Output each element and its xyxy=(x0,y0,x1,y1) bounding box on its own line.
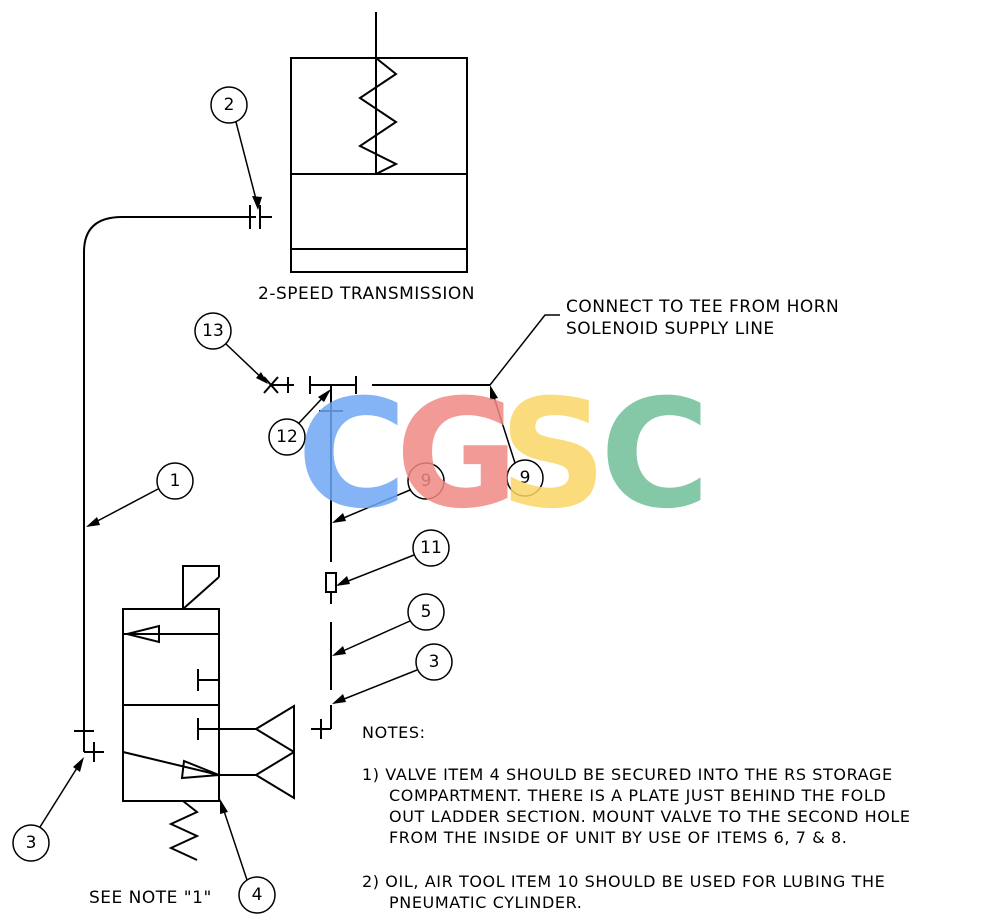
callout-9-right: 9 xyxy=(490,385,544,497)
callout-3-left: 3 xyxy=(12,757,84,862)
note-2-line-2: PNEUMATIC CYLINDER. xyxy=(389,893,582,912)
svg-text:1: 1 xyxy=(170,471,181,491)
transmission-label: 2-SPEED TRANSMISSION xyxy=(258,284,475,304)
callout-13: 13 xyxy=(194,312,268,384)
note-1-line-2: COMPARTMENT. THERE IS A PLATE JUST BEHIN… xyxy=(389,786,886,805)
watermark-letter-g: G xyxy=(395,368,518,542)
svg-text:3: 3 xyxy=(429,652,440,672)
callout-5: 5 xyxy=(332,593,445,656)
note-1-line-4: FROM THE INSIDE OF UNIT BY USE OF ITEMS … xyxy=(389,828,847,847)
svg-text:9: 9 xyxy=(520,468,531,488)
svg-text:13: 13 xyxy=(202,321,224,341)
svg-text:5: 5 xyxy=(421,602,432,622)
cgsc-watermark: C G S C xyxy=(297,368,710,542)
callout-4: 4 xyxy=(220,799,276,914)
watermark-letter-c1: C xyxy=(297,368,407,542)
note-1-line-3: OUT LADDER SECTION. MOUNT VALVE TO THE S… xyxy=(389,807,911,826)
transmission-cylinder xyxy=(290,12,468,273)
callout-12: 12 xyxy=(268,389,331,456)
note-1-line-1: 1) VALVE ITEM 4 SHOULD BE SECURED INTO T… xyxy=(362,765,893,784)
watermark-letter-c2: C xyxy=(600,368,710,542)
note-2-line-1: 2) OIL, AIR TOOL ITEM 10 SHOULD BE USED … xyxy=(362,872,885,891)
svg-text:3: 3 xyxy=(26,833,37,853)
svg-text:12: 12 xyxy=(276,427,298,447)
svg-text:11: 11 xyxy=(420,538,442,558)
callout-2: 2 xyxy=(210,86,262,210)
supply-line xyxy=(263,314,560,739)
notes-block: NOTES: 1) VALVE ITEM 4 SHOULD BE SECURED… xyxy=(362,723,911,912)
notes-heading: NOTES: xyxy=(362,723,426,742)
watermark-letter-s: S xyxy=(499,368,607,542)
callout-9-left: 9 xyxy=(332,462,445,523)
connect-label-line1: CONNECT TO TEE FROM HORN xyxy=(566,297,839,317)
callout-11: 11 xyxy=(336,529,450,586)
callout-3-right: 3 xyxy=(332,643,453,704)
see-note-label: SEE NOTE "1" xyxy=(89,888,212,908)
connect-label-line2: SOLENOID SUPPLY LINE xyxy=(566,319,775,339)
svg-text:9: 9 xyxy=(421,471,432,491)
fitting-3-left xyxy=(74,730,104,762)
solenoid-valve xyxy=(122,565,295,861)
air-line-1 xyxy=(83,205,272,731)
svg-text:4: 4 xyxy=(252,885,263,905)
callout-1: 1 xyxy=(86,462,194,527)
svg-text:2: 2 xyxy=(224,95,235,115)
